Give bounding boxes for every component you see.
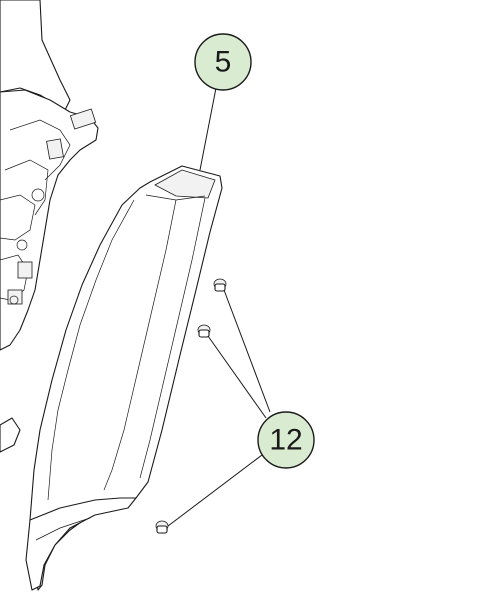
- callout-12-label: 12: [269, 424, 302, 457]
- callout-5: 5: [194, 33, 252, 91]
- fastener-clip-bottom: [155, 520, 169, 534]
- fastener-clip-top: [213, 278, 227, 292]
- leader-line-12-a: [223, 289, 271, 413]
- leader-line-12-c: [167, 451, 267, 527]
- callout-12: 12: [257, 411, 315, 469]
- leader-line-5: [199, 87, 217, 171]
- side-trim-panel: [25, 165, 223, 591]
- leader-line-12-b: [207, 335, 267, 419]
- seat-frame-assembly: [0, 0, 99, 453]
- callout-5-label: 5: [215, 46, 232, 79]
- fastener-clip-middle: [197, 324, 211, 338]
